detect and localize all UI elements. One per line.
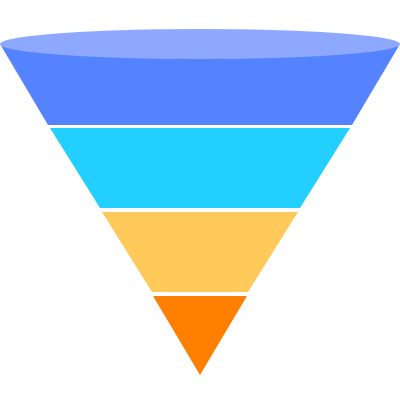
funnel-segment-3 — [102, 212, 298, 292]
funnel-segment-2 — [50, 128, 350, 208]
funnel-top-rim — [0, 29, 400, 59]
funnel-segment-1 — [0, 44, 400, 125]
funnel-segment-4 — [153, 296, 247, 375]
